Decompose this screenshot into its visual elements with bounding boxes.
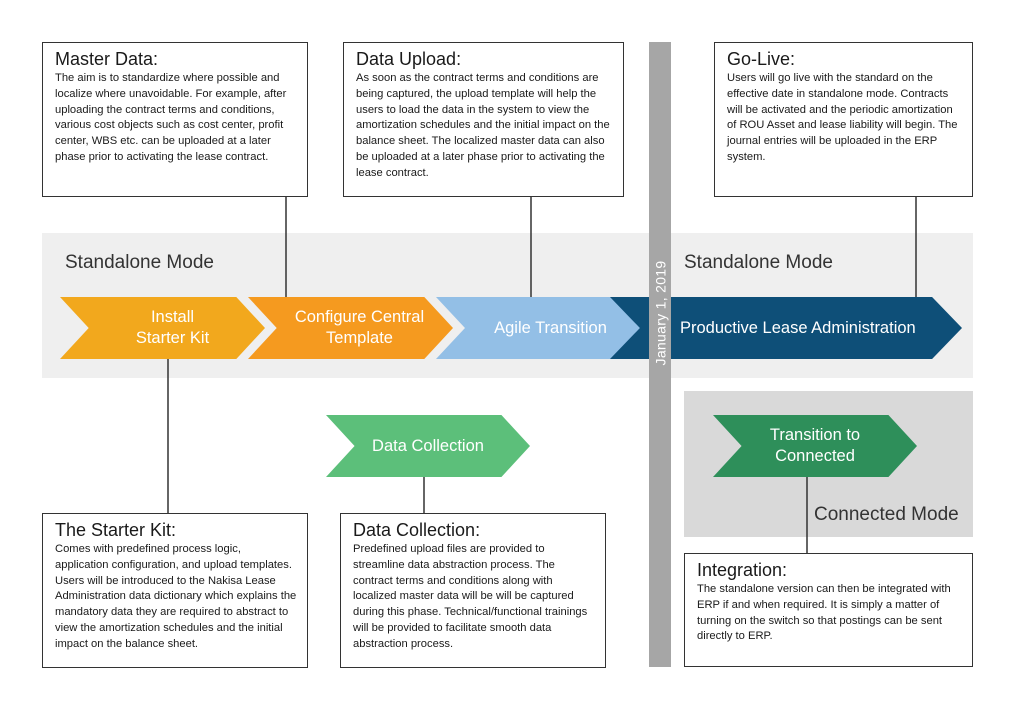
go-live-text: Users will go live with the standard on … — [727, 72, 958, 163]
integration-text: The standalone version can then be integ… — [697, 583, 951, 643]
data-upload-box: Data Upload: As soon as the contract ter… — [343, 42, 624, 197]
data-collection-title: Data Collection: — [353, 520, 481, 540]
chevron-productive-label: Productive Lease Administration — [680, 318, 916, 337]
chevron-agile-label: Agile Transition — [494, 318, 607, 337]
chevron-agile-transition: Agile Transition — [436, 297, 643, 359]
connected-mode-label: Connected Mode — [814, 504, 959, 525]
master-data-title: Master Data: — [55, 49, 159, 69]
master-data-box: Master Data: The aim is to standardize w… — [42, 42, 308, 197]
chevron-install-label: Install Starter Kit — [135, 308, 210, 347]
data-upload-text: As soon as the contract terms and condit… — [356, 72, 610, 179]
integration-title: Integration: — [697, 560, 788, 580]
date-marker-label: January 1, 2019 — [652, 260, 668, 366]
chevron-transition-label: Transition to Connected — [769, 426, 861, 465]
go-live-title: Go-Live: — [727, 49, 796, 69]
date-marker: January 1, 2019 — [649, 248, 671, 378]
go-live-date-bar — [649, 42, 671, 667]
chevron-install-starter-kit: Install Starter Kit — [60, 297, 265, 359]
starter-kit-title: The Starter Kit: — [55, 520, 177, 540]
data-collection-text: Predefined upload files are provided to … — [353, 543, 588, 650]
chevron-data-collection: Data Collection — [326, 415, 530, 477]
standalone-mode-label-right: Standalone Mode — [684, 252, 833, 273]
data-collection-box: Data Collection: Predefined upload files… — [340, 513, 606, 668]
master-data-text: The aim is to standardize where possible… — [55, 72, 287, 163]
starter-kit-text: Comes with predefined process logic, app… — [55, 543, 297, 650]
starter-kit-box: The Starter Kit: Comes with predefined p… — [42, 513, 308, 668]
chevron-transition-to-connected: Transition to Connected — [713, 415, 917, 477]
standalone-mode-label-left: Standalone Mode — [65, 252, 214, 273]
chevron-data-collection-label: Data Collection — [372, 436, 484, 455]
chevron-configure-label: Configure Central Template — [294, 308, 425, 347]
go-live-box: Go-Live: Users will go live with the sta… — [714, 42, 973, 197]
data-upload-title: Data Upload: — [356, 49, 462, 69]
chevron-configure-central-template: Configure Central Template — [248, 297, 453, 359]
integration-box: Integration: The standalone version can … — [684, 553, 973, 667]
